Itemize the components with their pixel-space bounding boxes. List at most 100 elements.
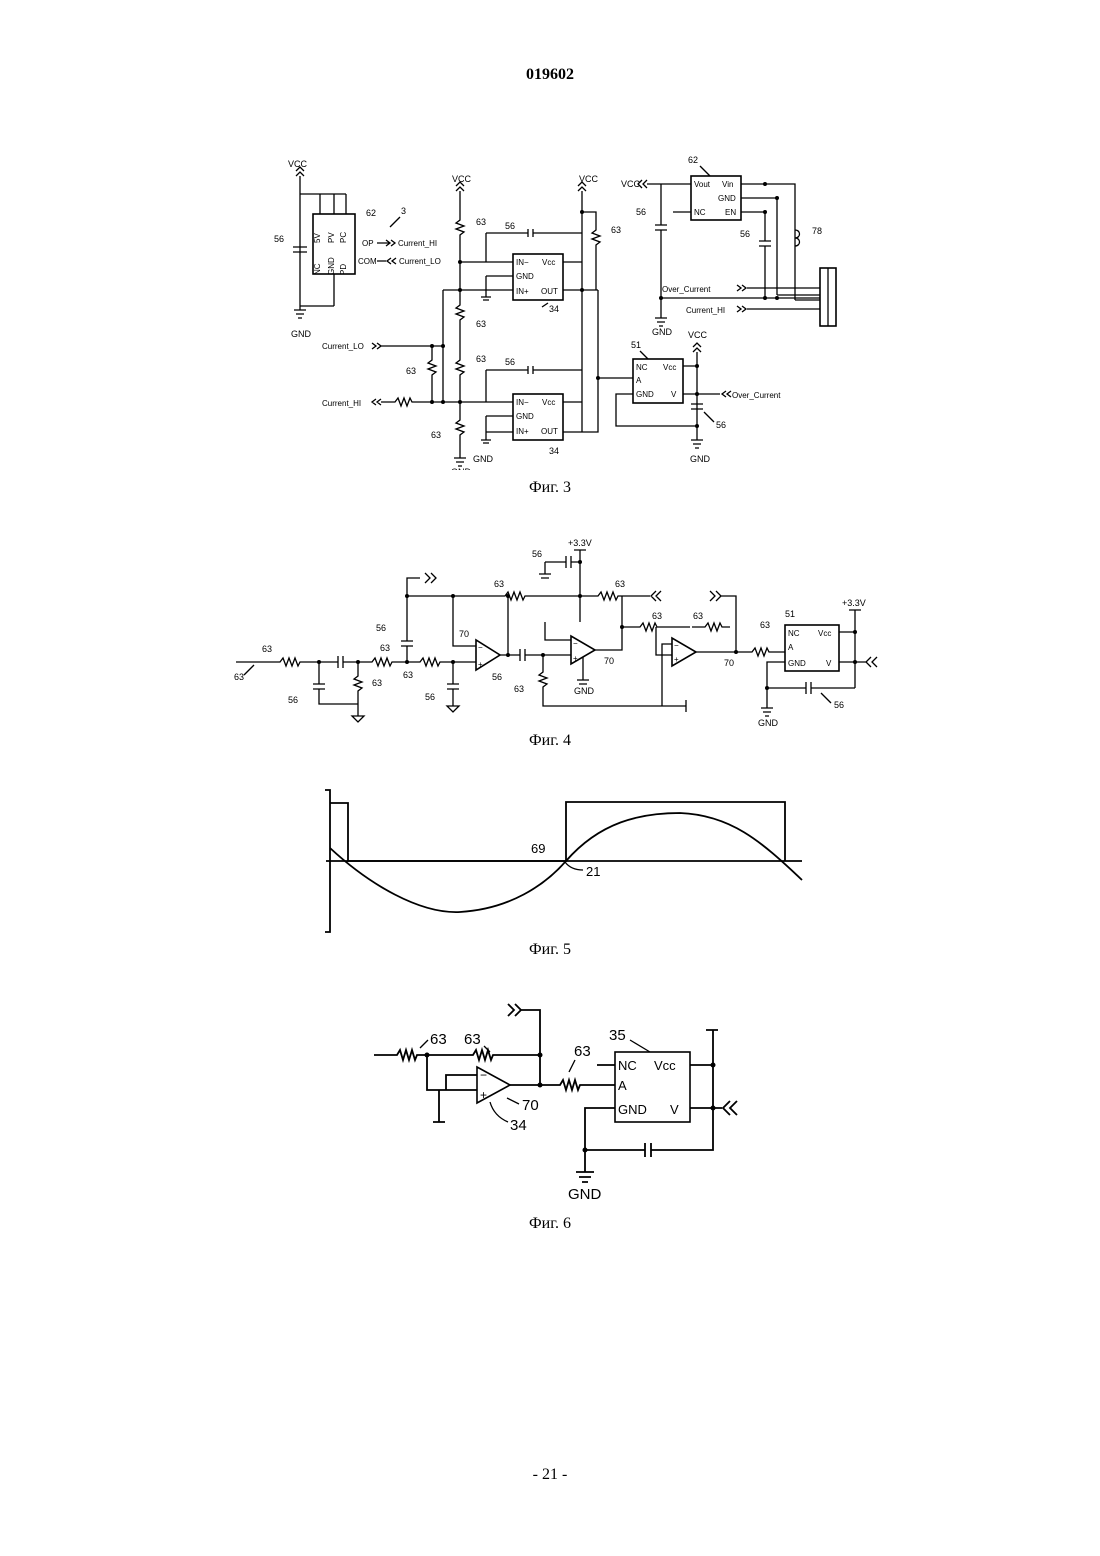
figure-5-caption: Фиг. 5 [0,941,1100,959]
svg-text:COM: COM [358,257,377,266]
svg-text:NC: NC [313,263,322,275]
svg-text:5V: 5V [313,233,322,243]
svg-text:NC: NC [636,363,648,372]
regulator-section: 62 Vout Vin GND NC EN VCC 56 GND 56 78 O… [621,155,836,337]
svg-text:IN+: IN+ [516,427,529,436]
svg-text:Over_Current: Over_Current [662,285,711,294]
svg-text:35: 35 [609,1027,626,1044]
svg-text:62: 62 [688,155,698,165]
svg-text:+3.3V: +3.3V [568,538,592,548]
svg-text:IN−: IN− [516,398,529,407]
svg-text:GND: GND [758,718,779,728]
svg-text:Vcc: Vcc [542,398,555,407]
figure-3-caption: Фиг. 3 [0,479,1100,497]
svg-text:62: 62 [366,208,376,218]
svg-text:63: 63 [262,644,272,654]
svg-text:56: 56 [834,700,844,710]
svg-text:+3.3V: +3.3V [842,598,866,608]
svg-text:63: 63 [234,672,244,682]
svg-text:GND: GND [451,467,472,470]
svg-text:63: 63 [652,611,662,621]
figure-6-schematic: 63 63 −+ 70 34 63 35 NC Vcc A GND V GND [0,995,1100,1205]
svg-text:34: 34 [549,304,559,314]
svg-text:GND: GND [516,272,534,281]
svg-text:63: 63 [464,1031,481,1048]
svg-text:56: 56 [288,695,298,705]
svg-text:−: − [480,1068,487,1082]
svg-text:OUT: OUT [541,427,558,436]
svg-text:GND: GND [327,257,336,275]
svg-text:Current_HI: Current_HI [322,399,361,408]
svg-text:GND: GND [618,1102,647,1117]
svg-text:63: 63 [406,366,416,376]
page-number: - 21 - [0,1466,1100,1484]
svg-text:Current_HI: Current_HI [398,239,437,248]
svg-text:56: 56 [740,229,750,239]
svg-text:63: 63 [403,670,413,680]
svg-text:V: V [826,659,832,668]
svg-text:34: 34 [549,446,559,456]
svg-text:GND: GND [291,329,312,339]
svg-text:GND: GND [652,327,673,337]
svg-text:63: 63 [760,620,770,630]
svg-text:63: 63 [476,319,486,329]
svg-text:GND: GND [690,454,711,464]
svg-text:56: 56 [274,234,284,244]
svg-text:63: 63 [693,611,703,621]
document-number: 019602 [0,66,1100,84]
amplifier-section: VCC GND 63 63 63 63 VCC 63 IN− GND IN+ V… [322,174,621,470]
svg-text:63: 63 [372,678,382,688]
svg-text:−: − [573,639,578,648]
amplifier-comparator: 63 63 −+ 70 34 63 35 NC Vcc A GND V GND [374,1004,737,1203]
svg-text:51: 51 [785,609,795,619]
svg-text:GND: GND [568,1186,602,1203]
svg-text:GND: GND [516,412,534,421]
comparator-section: 51 NC Vcc A GND V VCC GND Over_Current 5… [596,330,781,464]
svg-text:OP: OP [362,239,374,248]
svg-text:+: + [674,655,679,664]
svg-text:56: 56 [376,623,386,633]
svg-text:70: 70 [459,629,469,639]
svg-text:PD: PD [339,264,348,275]
current-sensor-chip: VCC 5V PV PC NC GND PD 56 GND 62 3 OP CO… [274,159,441,339]
svg-text:56: 56 [532,549,542,559]
svg-text:Vcc: Vcc [663,363,676,372]
svg-text:70: 70 [604,656,614,666]
svg-text:Vout: Vout [694,180,711,189]
svg-text:+: + [478,660,483,669]
svg-text:IN−: IN− [516,258,529,267]
svg-text:GND: GND [636,390,654,399]
figure-6-caption: Фиг. 6 [0,1215,1100,1233]
svg-text:63: 63 [431,430,441,440]
svg-text:A: A [618,1078,627,1093]
figure-5-waveform: 69 21 [0,785,1100,945]
svg-text:56: 56 [716,420,726,430]
svg-text:78: 78 [812,226,822,236]
svg-text:A: A [636,376,642,385]
svg-text:63: 63 [430,1031,447,1048]
svg-text:Current_LO: Current_LO [322,342,364,351]
svg-text:+: + [480,1088,487,1102]
svg-text:V: V [670,1102,679,1117]
figure-4-caption: Фиг. 4 [0,732,1100,750]
svg-text:GND: GND [788,659,806,668]
label-69: 69 [531,841,545,856]
svg-text:Vcc: Vcc [818,629,831,638]
svg-text:−: − [674,641,679,650]
svg-text:63: 63 [611,225,621,235]
svg-text:63: 63 [476,217,486,227]
svg-text:VCC: VCC [688,330,708,340]
svg-text:63: 63 [514,684,524,694]
svg-text:GND: GND [473,454,494,464]
svg-text:GND: GND [718,194,736,203]
svg-text:Vcc: Vcc [654,1058,676,1073]
svg-text:NC: NC [788,629,800,638]
filter-chain: 63 63 56 63 63 63 56 56 63 − + 70 56 63 +… [234,538,877,728]
svg-text:−: − [478,643,483,652]
svg-text:51: 51 [631,340,641,350]
svg-text:Current_HI: Current_HI [686,306,725,315]
svg-text:Over_Current: Over_Current [732,391,781,400]
svg-text:IN+: IN+ [516,287,529,296]
svg-text:NC: NC [618,1058,637,1073]
svg-text:Vin: Vin [722,180,733,189]
